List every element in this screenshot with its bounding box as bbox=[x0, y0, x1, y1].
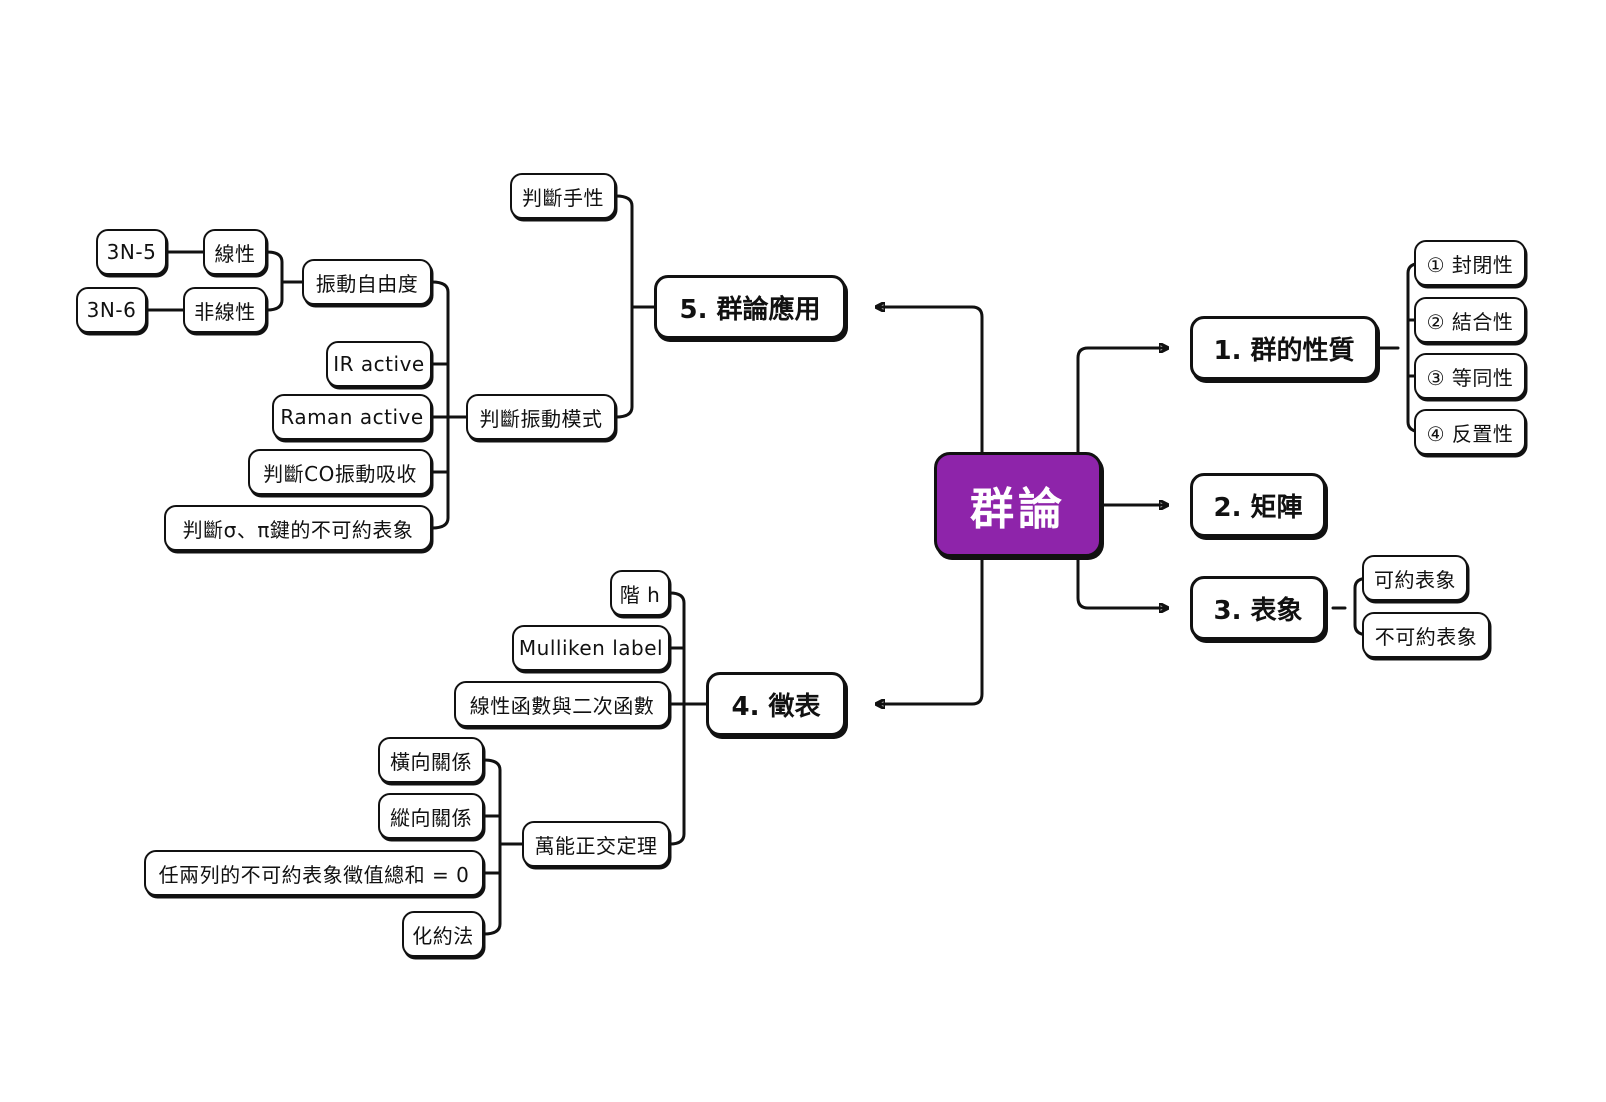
leaf-3n-6[interactable]: 3N-6 bbox=[76, 287, 147, 333]
leaf-raman-active[interactable]: Raman active bbox=[272, 394, 432, 440]
edge-root-b5 bbox=[878, 307, 984, 454]
bracket-b1 bbox=[1378, 261, 1425, 434]
leaf-functions[interactable]: 線性函數與二次函數 bbox=[454, 681, 670, 727]
leaf-reducible[interactable]: 可約表象 bbox=[1362, 555, 1468, 601]
root-node[interactable]: 群論 bbox=[934, 452, 1102, 557]
bracket-b5 bbox=[614, 194, 658, 419]
leaf-horizontal-relation[interactable]: 橫向關係 bbox=[378, 737, 484, 783]
edge-root-b1 bbox=[1076, 348, 1166, 454]
branch-properties[interactable]: 1. 群的性質 bbox=[1190, 316, 1378, 380]
branch-matrix[interactable]: 2. 矩陣 bbox=[1190, 473, 1326, 537]
leaf-mulliken-label[interactable]: Mulliken label bbox=[512, 625, 670, 671]
leaf-chirality[interactable]: 判斷手性 bbox=[510, 173, 616, 219]
branch-representation[interactable]: 3. 表象 bbox=[1190, 576, 1326, 640]
leaf-vib-mode[interactable]: 判斷振動模式 bbox=[466, 394, 616, 440]
leaf-great-orthogonality[interactable]: 萬能正交定理 bbox=[522, 821, 670, 867]
leaf-order-h[interactable]: 階 h bbox=[610, 570, 670, 616]
branch-applications[interactable]: 5. 群論應用 bbox=[654, 275, 846, 339]
leaf-closure[interactable]: ① 封閉性 bbox=[1414, 240, 1526, 286]
leaf-sigma-pi-bonds[interactable]: 判斷σ、π鍵的不可約表象 bbox=[164, 505, 432, 551]
bracket-linear bbox=[265, 250, 306, 312]
leaf-inverse[interactable]: ④ 反置性 bbox=[1414, 409, 1526, 455]
leaf-reduction-formula[interactable]: 化約法 bbox=[402, 911, 484, 957]
edge-root-b3 bbox=[1076, 555, 1166, 608]
leaf-co-vibration[interactable]: 判斷CO振動吸收 bbox=[248, 449, 432, 495]
bracket-dof bbox=[430, 280, 468, 530]
bracket-got bbox=[482, 758, 524, 936]
leaf-irreducible[interactable]: 不可約表象 bbox=[1362, 612, 1490, 658]
branch-character-table[interactable]: 4. 徵表 bbox=[706, 672, 846, 736]
leaf-associativity[interactable]: ② 結合性 bbox=[1414, 297, 1526, 343]
leaf-identity[interactable]: ③ 等同性 bbox=[1414, 353, 1526, 399]
leaf-sum-zero[interactable]: 任兩列的不可約表象徵值總和 = 0 bbox=[144, 850, 484, 896]
leaf-vib-dof[interactable]: 振動自由度 bbox=[302, 259, 432, 305]
bracket-b3 bbox=[1331, 576, 1371, 637]
bracket-b4 bbox=[668, 591, 710, 846]
leaf-nonlinear[interactable]: 非線性 bbox=[183, 287, 267, 333]
leaf-vertical-relation[interactable]: 縱向關係 bbox=[378, 793, 484, 839]
edge-root-b4 bbox=[878, 555, 984, 704]
leaf-linear[interactable]: 線性 bbox=[203, 229, 267, 275]
leaf-3n-5[interactable]: 3N-5 bbox=[96, 229, 167, 275]
leaf-ir-active[interactable]: IR active bbox=[326, 341, 432, 387]
